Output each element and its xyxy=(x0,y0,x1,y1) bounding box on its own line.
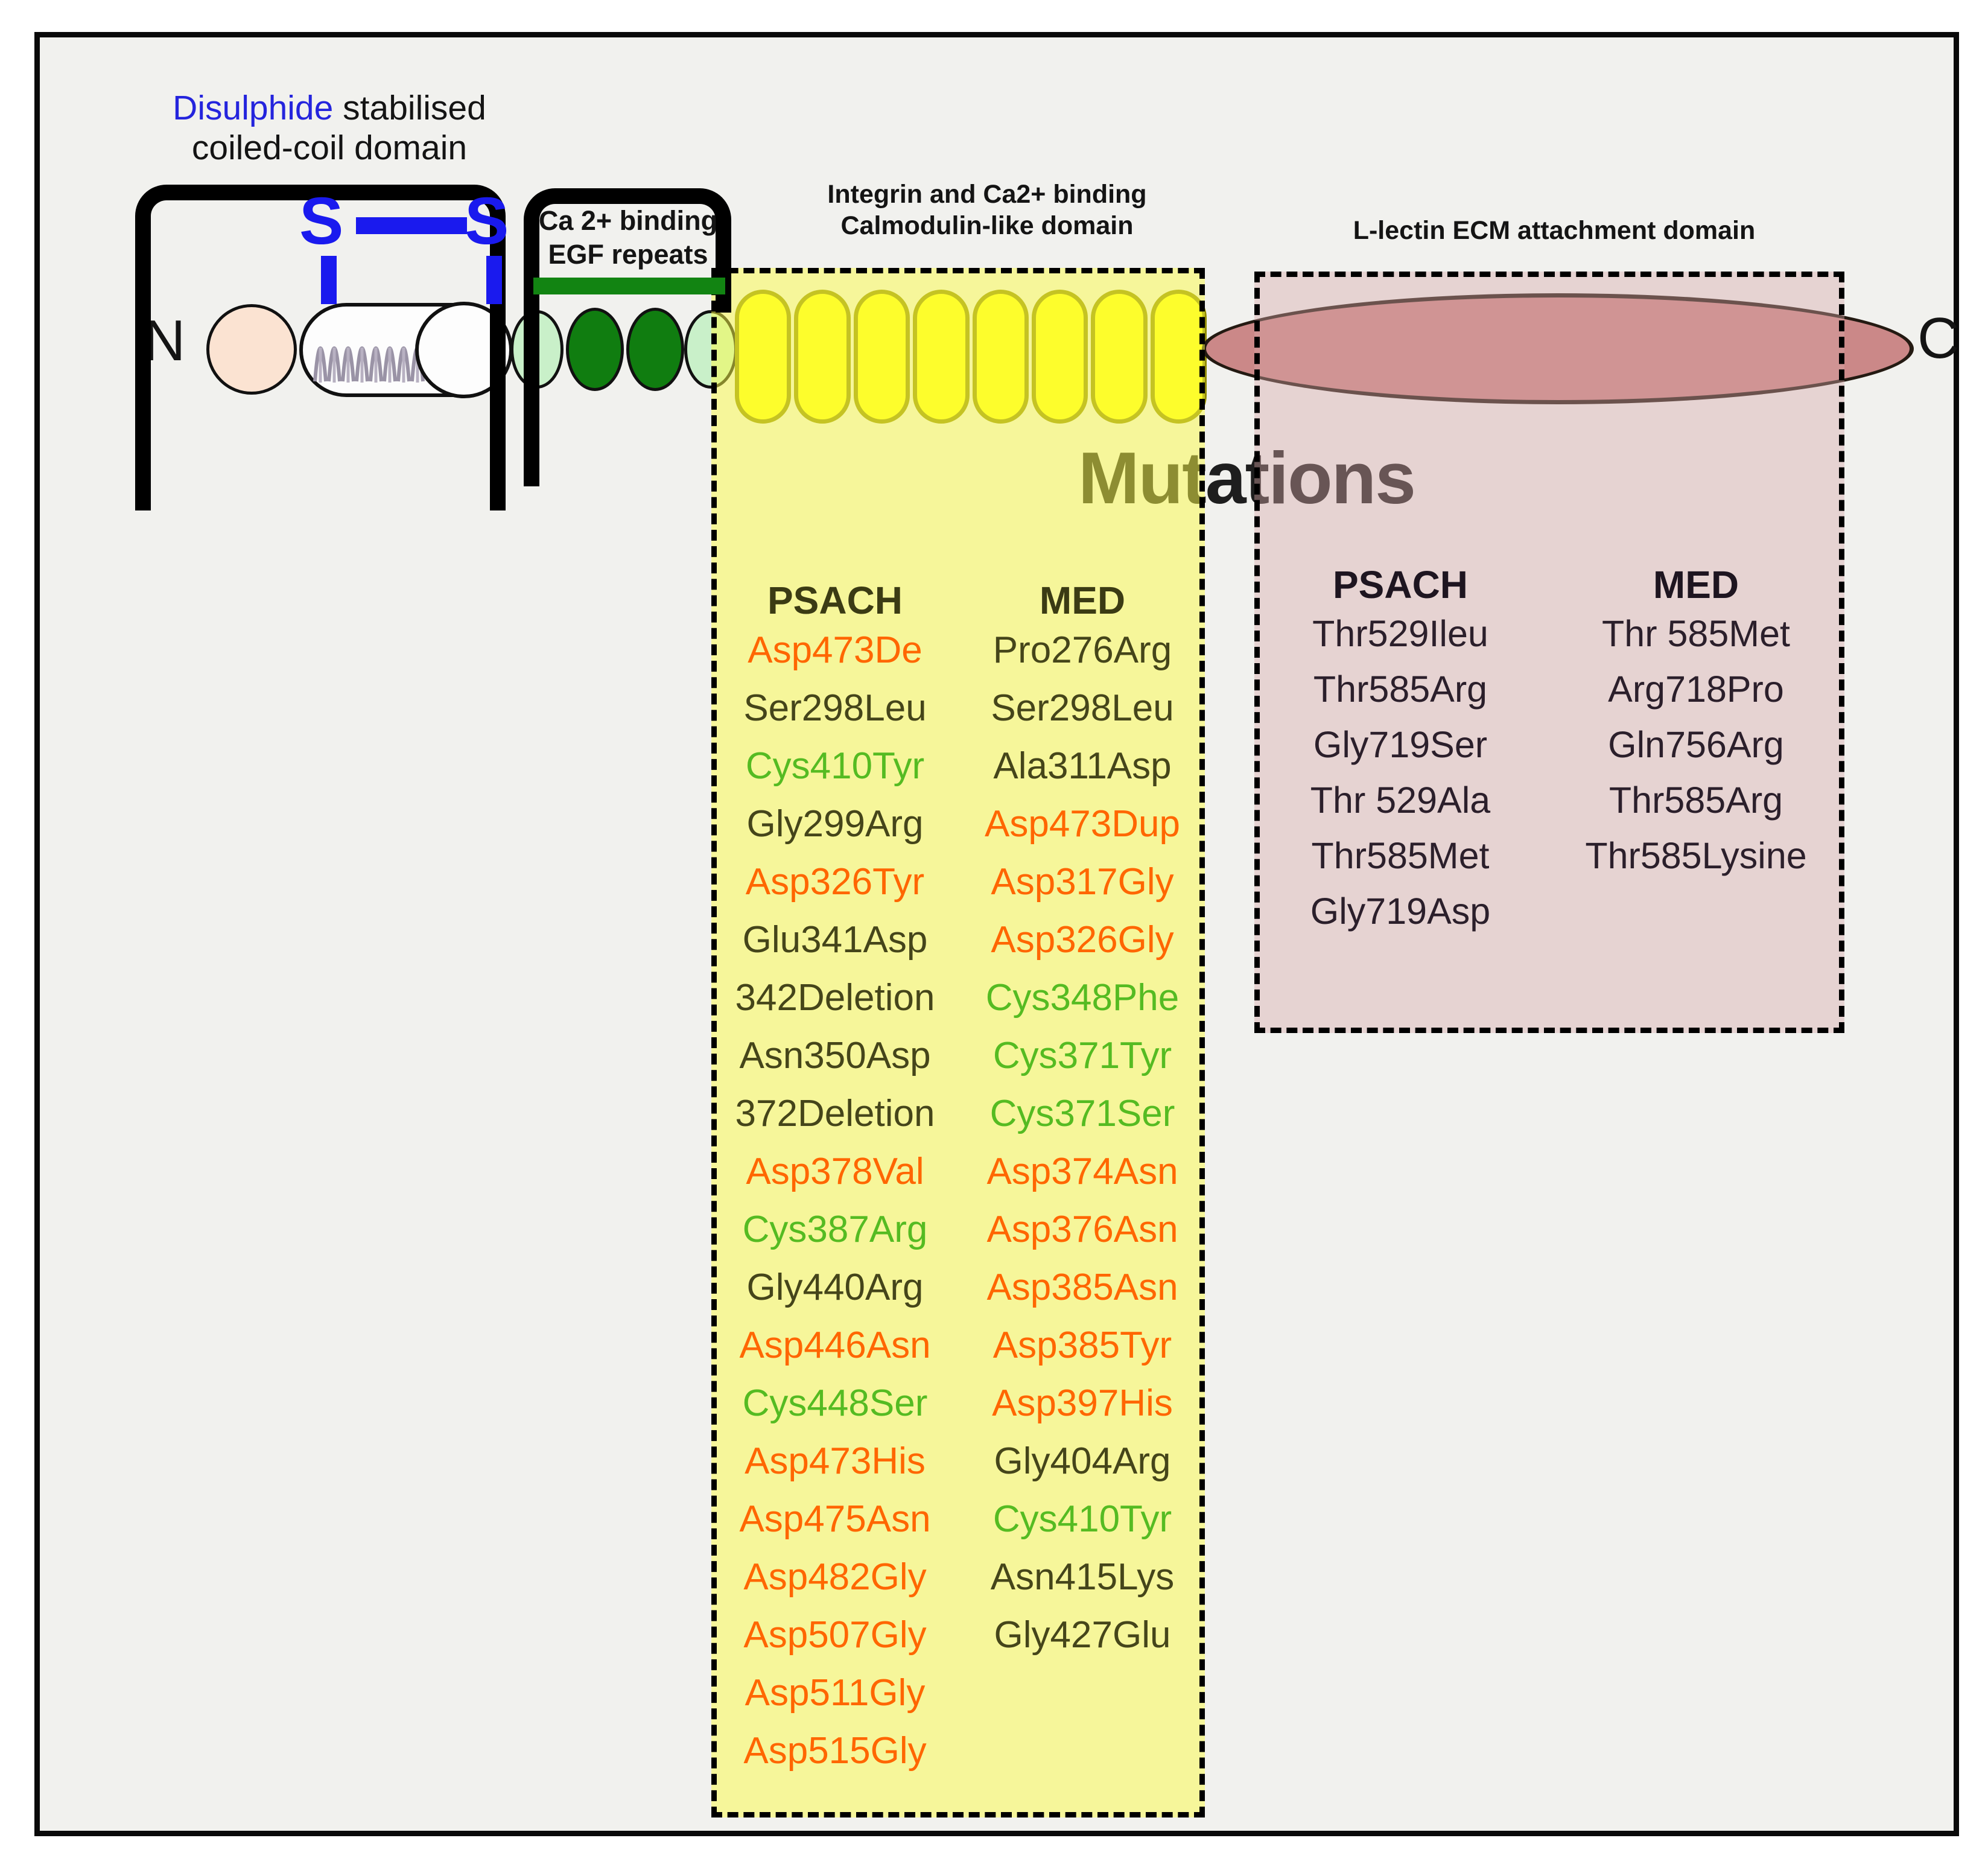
egf-repeats-label: Ca 2+ binding EGF repeats xyxy=(529,204,728,272)
mutation-entry: Asp317Gly xyxy=(991,861,1174,903)
mutation-entry: Gly299Arg xyxy=(746,803,924,845)
mutation-entry: Thr529Ileu xyxy=(1312,613,1488,654)
mutation-entry: Gly427Glu xyxy=(994,1614,1171,1656)
lectin-mutations-box xyxy=(1254,272,1844,1033)
mutation-entry: Asp473His xyxy=(745,1440,926,1482)
mutation-entry: Cys387Arg xyxy=(742,1209,928,1250)
egf-repeat-dark-green-shape xyxy=(626,308,684,391)
lectin-psach-header: PSACH xyxy=(1332,563,1469,606)
mutation-entry: Arg718Pro xyxy=(1608,669,1784,710)
disulphide-s-right: S xyxy=(465,184,509,258)
egf-repeat-dark-green-shape xyxy=(566,308,624,391)
disulphide-word: Disulphide xyxy=(173,89,334,127)
mutation-entry: Asp397His xyxy=(992,1382,1173,1424)
mutation-entry: 372Deletion xyxy=(735,1093,935,1134)
mutation-entry: Cys410Tyr xyxy=(745,745,925,787)
mutation-entry: Asp326Tyr xyxy=(745,861,925,903)
mutation-entry: Ser298Leu xyxy=(991,687,1174,729)
mutation-entry: Asp446Asn xyxy=(739,1324,931,1366)
disulphide-bond-bar xyxy=(356,217,467,234)
lectin-domain-label: L-lectin ECM attachment domain xyxy=(1353,216,1756,245)
mutation-entry: Asp507Gly xyxy=(743,1614,927,1656)
mutation-entry: Asp473De xyxy=(748,629,923,671)
disulphide-s-left: S xyxy=(299,184,344,258)
mutation-entry: Pro276Arg xyxy=(992,629,1172,671)
mutation-entry: Gly440Arg xyxy=(746,1267,924,1308)
mutation-entry: Ser298Leu xyxy=(743,687,927,729)
mutation-entry: Thr585Met xyxy=(1311,835,1490,876)
coiled-coil-domain-label: Disulphide stabilised coiled-coil domain xyxy=(124,88,535,168)
mutation-entry: Asp374Asn xyxy=(986,1151,1178,1192)
mutation-entry: Thr585Lysine xyxy=(1585,835,1807,876)
egf-repeats-bracket-side xyxy=(524,311,539,486)
mutation-entry: Asp326Gly xyxy=(991,919,1174,961)
mutation-entry: 342Deletion xyxy=(735,977,935,1019)
mutation-entry: Asp473Dup xyxy=(984,803,1181,845)
calmodulin-psach-header: PSACH xyxy=(767,579,903,622)
mutation-entry: Asp482Gly xyxy=(743,1556,927,1598)
mutation-entry: Cys371Ser xyxy=(989,1093,1175,1134)
mutation-entry: Asn415Lys xyxy=(990,1556,1175,1598)
mutation-entry: Ala311Asp xyxy=(993,745,1172,787)
mutation-entry: Gly404Arg xyxy=(994,1440,1171,1482)
mutation-entry: Cys348Phe xyxy=(985,977,1180,1019)
lectin-domain-ellipse-shape xyxy=(1202,293,1914,404)
mutation-entry: Asp385Tyr xyxy=(992,1324,1172,1366)
mutation-entry: Thr 585Met xyxy=(1602,613,1790,654)
coiled-coil-bracket xyxy=(135,185,506,510)
mutation-entry: Gln756Arg xyxy=(1608,724,1784,765)
calmodulin-med-header: MED xyxy=(1039,579,1126,622)
n-terminal-globule-shape xyxy=(206,304,297,395)
calmodulin-line2: Calmodulin-like domain xyxy=(840,211,1134,240)
disulphide-link-line xyxy=(486,256,502,304)
egf-underline-bar xyxy=(533,278,725,294)
mutation-entry: Thr585Arg xyxy=(1313,669,1488,710)
mutation-entry: Thr585Arg xyxy=(1609,780,1783,821)
mutation-entry: Cys448Ser xyxy=(742,1382,928,1424)
coiled-coil-line2: coiled-coil domain xyxy=(191,129,468,167)
mutation-entry: Asp515Gly xyxy=(743,1730,927,1772)
egf-repeats-bracket xyxy=(524,188,731,313)
mutation-entry: Asp511Gly xyxy=(745,1672,926,1714)
disulphide-link-line xyxy=(321,256,337,304)
egf-line1: Ca 2+ binding xyxy=(538,205,718,236)
stabilised-word: stabilised xyxy=(333,89,486,127)
mutation-entry: Asp378Val xyxy=(746,1151,924,1192)
mutation-entry: Asp376Asn xyxy=(986,1209,1178,1250)
diagram-frame: Mutations N C xyxy=(34,32,1959,1836)
mutation-entry: Gly719Ser xyxy=(1313,724,1488,765)
mutation-entry: Asp385Asn xyxy=(986,1267,1178,1308)
mutation-entry: Asp475Asn xyxy=(739,1498,931,1540)
calmodulin-line1: Integrin and Ca2+ binding xyxy=(827,180,1147,209)
mutation-entry: Asn350Asp xyxy=(739,1035,931,1076)
egf-line2: EGF repeats xyxy=(548,239,708,270)
mutation-entry: Gly719Asp xyxy=(1310,891,1491,932)
mutation-entry: Cys371Tyr xyxy=(992,1035,1172,1076)
mutation-entry: Thr 529Ala xyxy=(1310,780,1491,821)
calmodulin-domain-label: Integrin and Ca2+ binding Calmodulin-lik… xyxy=(806,179,1168,241)
calmodulin-mutations-box xyxy=(711,268,1205,1817)
lectin-med-header: MED xyxy=(1653,563,1739,606)
c-terminus-label: C xyxy=(1917,306,1960,370)
mutation-entry: Glu341Asp xyxy=(742,919,928,961)
mutation-entry: Cys410Tyr xyxy=(992,1498,1172,1540)
